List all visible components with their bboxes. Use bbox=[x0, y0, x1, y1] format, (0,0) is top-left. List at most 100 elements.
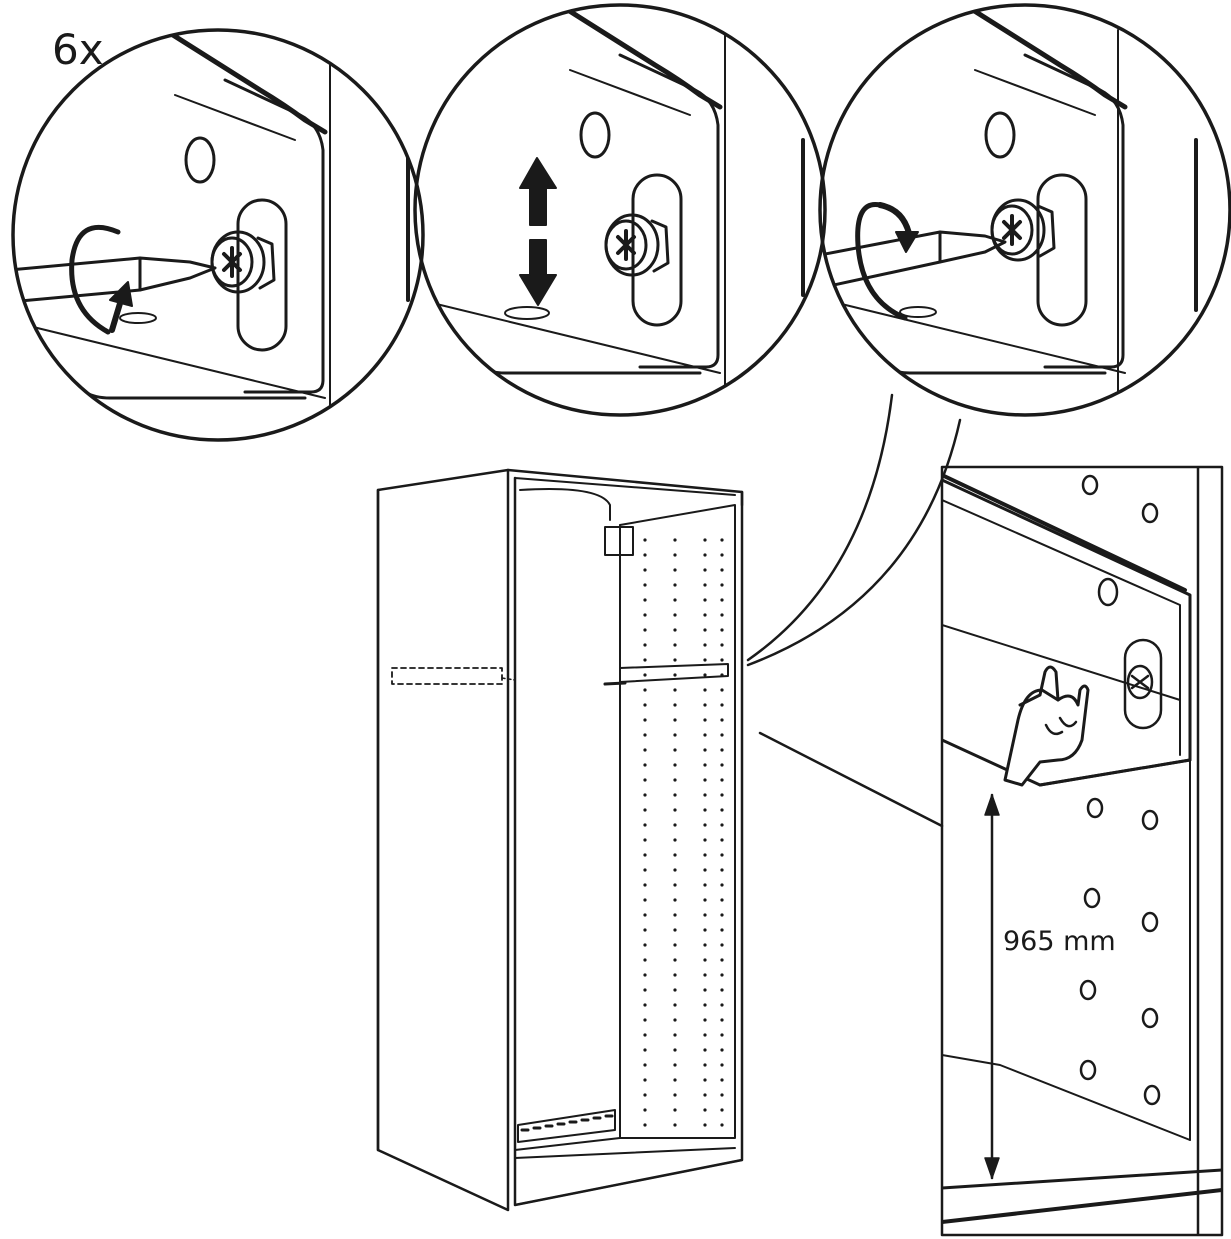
cabinet-hole bbox=[720, 733, 724, 737]
cabinet-hole bbox=[703, 928, 707, 932]
cabinet-hole bbox=[703, 628, 707, 632]
cabinet-hole bbox=[673, 658, 677, 662]
screw-icon bbox=[604, 213, 670, 277]
cabinet-hole bbox=[703, 1033, 707, 1037]
cabinet-hole bbox=[703, 823, 707, 827]
cabinet-hole bbox=[720, 913, 724, 917]
screwdriver-icon bbox=[13, 256, 217, 304]
cabinet-hole bbox=[673, 598, 677, 602]
cabinet-frame bbox=[376, 468, 744, 1212]
cabinet-hole bbox=[643, 673, 647, 677]
step-loosen-circle bbox=[11, 28, 425, 442]
cabinet-hole bbox=[673, 988, 677, 992]
cabinet-hole bbox=[720, 1078, 724, 1082]
cabinet-hole bbox=[643, 703, 647, 707]
cabinet-hole bbox=[720, 958, 724, 962]
cabinet-hole bbox=[673, 568, 677, 572]
cabinet-hole bbox=[643, 958, 647, 962]
cabinet-hole bbox=[643, 553, 647, 557]
cabinet-hole bbox=[673, 1018, 677, 1022]
cabinet-hole bbox=[643, 778, 647, 782]
cabinet-hole bbox=[673, 928, 677, 932]
cabinet-hole bbox=[720, 793, 724, 797]
cabinet-hole bbox=[703, 763, 707, 767]
cabinet-hole bbox=[643, 568, 647, 572]
cabinet-hole bbox=[703, 703, 707, 707]
cabinet-hole bbox=[720, 568, 724, 572]
cabinet-hole bbox=[703, 943, 707, 947]
cabinet-hole bbox=[703, 883, 707, 887]
cabinet-hole bbox=[703, 673, 707, 677]
cabinet-hole bbox=[703, 643, 707, 647]
cabinet-hole bbox=[643, 583, 647, 587]
cabinet-hole bbox=[673, 1108, 677, 1112]
cabinet-hole bbox=[643, 748, 647, 752]
cabinet-hole bbox=[703, 778, 707, 782]
cabinet-hole bbox=[703, 718, 707, 722]
cabinet-hole bbox=[703, 898, 707, 902]
cabinet-hole bbox=[703, 1078, 707, 1082]
cabinet-hole bbox=[703, 598, 707, 602]
cabinet-hole bbox=[673, 688, 677, 692]
cabinet-hole bbox=[673, 1123, 677, 1127]
cabinet-hole bbox=[643, 1123, 647, 1127]
cabinet-hole bbox=[643, 1048, 647, 1052]
detail-hole bbox=[1141, 1007, 1159, 1029]
cabinet-hole-pattern bbox=[643, 538, 724, 1127]
cabinet-hole bbox=[643, 808, 647, 812]
cabinet-hole bbox=[643, 733, 647, 737]
cabinet-hole bbox=[703, 1048, 707, 1052]
cabinet-hole bbox=[703, 658, 707, 662]
dimension-label: 965 mm bbox=[1003, 926, 1116, 957]
cabinet-hole bbox=[673, 628, 677, 632]
cabinet-hole bbox=[673, 1093, 677, 1097]
screw-icon bbox=[990, 198, 1056, 262]
cabinet-hole bbox=[720, 1123, 724, 1127]
up-down-arrow-icon bbox=[519, 157, 557, 306]
cabinet-hole bbox=[703, 568, 707, 572]
cabinet-hole bbox=[643, 763, 647, 767]
cabinet-hole bbox=[720, 718, 724, 722]
cabinet-hole bbox=[720, 643, 724, 647]
cabinet-hole bbox=[703, 1123, 707, 1127]
cabinet-hole bbox=[673, 583, 677, 587]
cabinet-hole bbox=[703, 553, 707, 557]
cabinet-hole bbox=[703, 793, 707, 797]
cabinet-hole bbox=[720, 988, 724, 992]
screw-icon bbox=[210, 230, 276, 294]
cabinet-hole bbox=[643, 943, 647, 947]
cabinet-hole bbox=[643, 658, 647, 662]
cabinet-hole bbox=[703, 1108, 707, 1112]
cabinet-hole bbox=[720, 748, 724, 752]
cabinet-hole bbox=[703, 733, 707, 737]
cabinet-hole bbox=[703, 868, 707, 872]
dimension-arrow bbox=[984, 793, 1000, 1180]
cabinet-hole bbox=[673, 778, 677, 782]
cabinet-hole bbox=[720, 538, 724, 542]
cabinet-hole bbox=[720, 868, 724, 872]
cabinet-hole bbox=[703, 808, 707, 812]
cabinet-hole bbox=[720, 673, 724, 677]
rotate-counterclockwise-arrow-icon bbox=[69, 225, 157, 335]
detail-hole bbox=[1086, 797, 1104, 819]
cabinet-hole bbox=[720, 553, 724, 557]
cabinet-hole bbox=[720, 883, 724, 887]
cabinet-hole bbox=[643, 883, 647, 887]
cabinet-hole bbox=[643, 913, 647, 917]
cabinet-hole bbox=[673, 643, 677, 647]
cabinet-hole bbox=[703, 688, 707, 692]
cabinet-hole bbox=[673, 973, 677, 977]
cabinet-hole bbox=[643, 538, 647, 542]
cabinet-hole bbox=[643, 1003, 647, 1007]
cabinet-hole bbox=[720, 688, 724, 692]
cabinet-hole bbox=[720, 898, 724, 902]
cabinet-hole bbox=[643, 793, 647, 797]
cabinet-hole bbox=[703, 988, 707, 992]
cabinet-hole bbox=[673, 913, 677, 917]
cabinet-hole bbox=[643, 688, 647, 692]
cabinet-hole bbox=[720, 1048, 724, 1052]
cabinet-hole bbox=[673, 613, 677, 617]
cabinet-hole bbox=[703, 913, 707, 917]
cabinet-hole bbox=[703, 748, 707, 752]
